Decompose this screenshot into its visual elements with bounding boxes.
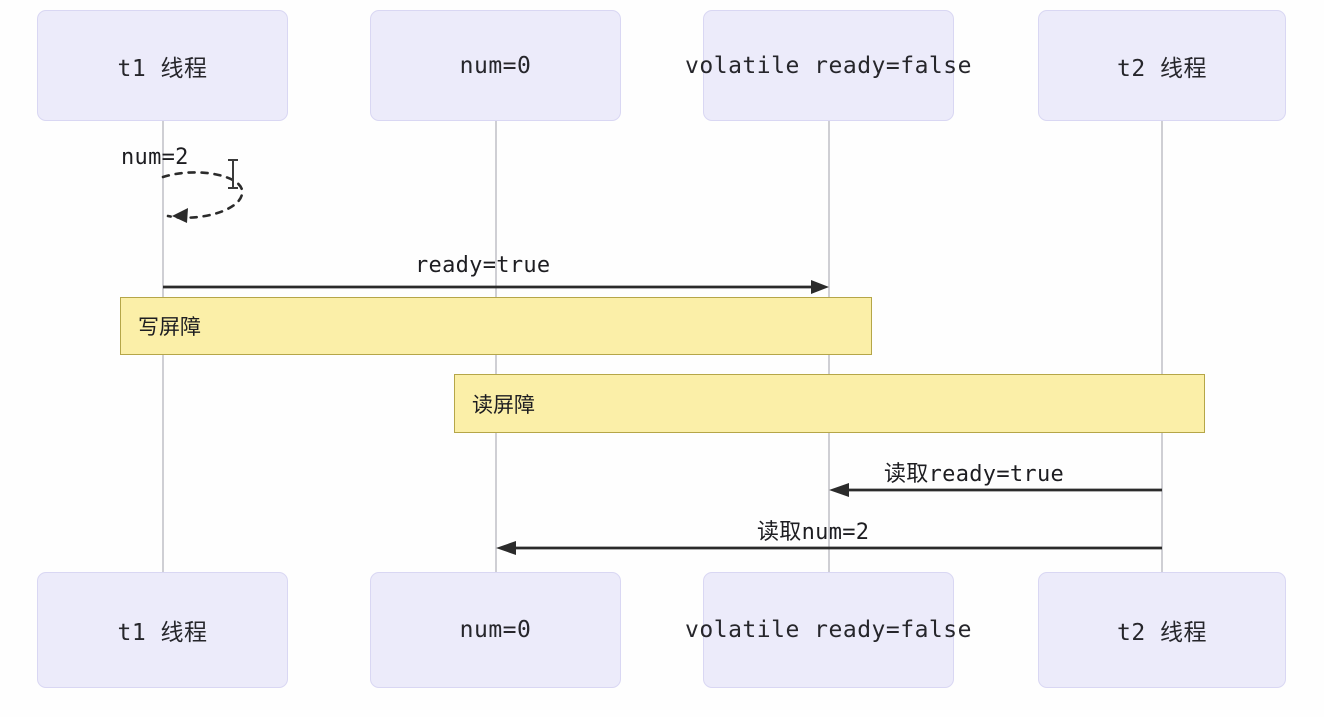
participant-footer-t2[interactable]: t2 线程 [1038, 572, 1286, 688]
activation-label-read-barrier: 读屏障 [472, 392, 535, 417]
participant-label-t1: t1 线程 [117, 55, 208, 82]
participant-label-num-footer: num=0 [459, 617, 532, 643]
participant-header-t2[interactable]: t2 线程 [1038, 10, 1286, 121]
activation-read-barrier[interactable]: 读屏障 [454, 374, 1205, 433]
participant-label-t2: t2 线程 [1116, 55, 1208, 82]
message-label-num-assign: num=2 [121, 145, 189, 170]
participant-header-num[interactable]: num=0 [370, 10, 621, 121]
activation-label-write-barrier: 写屏障 [138, 315, 201, 339]
message-arrow-read-ready-true[interactable] [829, 481, 1179, 499]
participant-label-num: num=0 [459, 52, 532, 79]
participant-label-volatile: volatile ready=false [685, 52, 972, 79]
text-cursor-icon [225, 158, 241, 194]
participant-header-t1[interactable]: t1 线程 [37, 10, 288, 121]
message-arrow-ready-true[interactable] [163, 278, 843, 296]
message-arrow-read-num-2[interactable] [496, 539, 1181, 557]
message-label-ready-true: ready=true [415, 253, 551, 278]
participant-footer-num[interactable]: num=0 [370, 572, 621, 688]
message-label-read-num-2: 读取num=2 [757, 520, 870, 545]
participant-label-volatile-footer: volatile ready=false [685, 617, 972, 643]
participant-footer-volatile[interactable]: volatile ready=false [685, 572, 971, 688]
participant-footer-t1[interactable]: t1 线程 [37, 572, 288, 688]
message-label-read-ready-true: 读取ready=true [884, 462, 1065, 487]
participant-header-volatile[interactable]: volatile ready=false [685, 10, 971, 121]
activation-write-barrier[interactable]: 写屏障 [120, 297, 872, 355]
participant-label-t1-footer: t1 线程 [117, 620, 208, 646]
participant-label-t2-footer: t2 线程 [1116, 620, 1208, 646]
message-self-loop-num-assign[interactable] [150, 160, 260, 235]
lifeline-t2 [1161, 121, 1163, 572]
